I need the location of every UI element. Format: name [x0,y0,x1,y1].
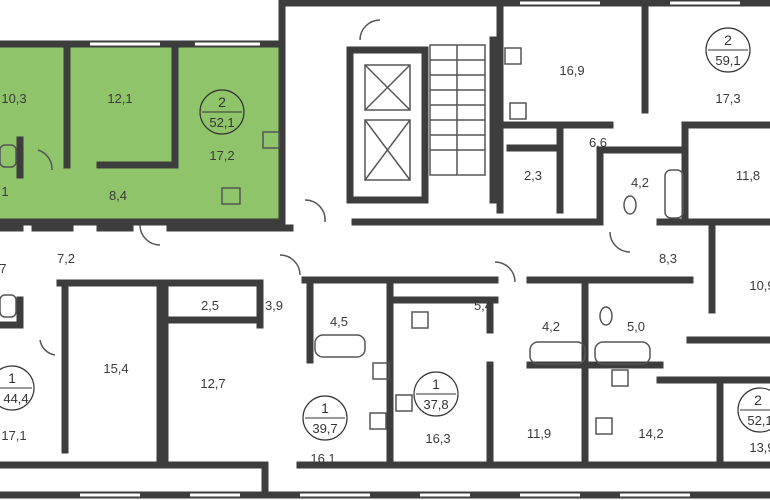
room-area: 10,3 [1,91,26,106]
selected-apartment-highlight[interactable] [0,44,282,222]
room-area: 17,1 [1,428,26,443]
room-area: 1 [1,184,8,199]
unit-area: 59,1 [715,53,740,68]
room-area: 16,9 [559,63,584,78]
unit-area: 44,4 [3,391,28,406]
unit-rooms: 1 [321,400,329,416]
room-area: 17,2 [209,148,234,163]
room-area: 14,2 [638,426,663,441]
fixtures [0,1,740,497]
room-area: 11,8 [736,168,760,183]
unit-rooms: 1 [8,370,16,386]
room-area: 8,3 [659,251,677,266]
room-area: 7 [0,261,7,276]
room-area: 8,4 [109,188,127,203]
room-area: 16,1 [310,451,335,466]
room-area: 12,1 [107,91,132,106]
unit-rooms: 1 [432,376,440,392]
unit-badge-u-b1[interactable]: 1 39,7 [302,395,348,441]
room-area: 6,6 [589,135,607,150]
unit-rooms: 2 [218,94,226,110]
unit-badge-u-tr[interactable]: 2 59,1 [705,27,751,73]
room-area: 10,9 [749,278,770,293]
unit-badge-u-br[interactable]: 2 52,1 [737,387,770,433]
unit-rooms: 2 [724,32,732,48]
room-area: 12,7 [200,376,225,391]
room-area: 5,4 [474,298,492,313]
unit-area: 52,1 [209,115,234,130]
unit-badge-u-b2[interactable]: 1 37,8 [413,371,459,417]
room-area: 3,9 [265,298,283,313]
room-labels: 10,3 12,1 17,2 8,4 1 16,9 17,3 6,6 2,3 4… [0,63,770,466]
room-area: 2,5 [201,298,219,313]
room-area: 2,3 [524,168,542,183]
room-area: 4,2 [542,319,560,334]
room-area: 4,5 [330,314,348,329]
unit-area: 52,1 [747,413,770,428]
room-area: 5,0 [627,319,645,334]
unit-area: 37,8 [423,397,448,412]
room-area: 11,9 [527,426,551,441]
room-area: 7,2 [57,251,75,266]
room-area: 17,3 [715,91,740,106]
room-area: 4,2 [631,175,649,190]
unit-badge-u-tl[interactable]: 2 52,1 [199,89,245,135]
room-area: 13,9 [749,440,770,455]
unit-badge-u-bl[interactable]: 1 44,4 [0,365,35,411]
unit-area: 39,7 [312,421,337,436]
room-area: 16,3 [425,431,450,446]
room-area: 15,4 [103,361,128,376]
unit-rooms: 2 [754,392,762,408]
